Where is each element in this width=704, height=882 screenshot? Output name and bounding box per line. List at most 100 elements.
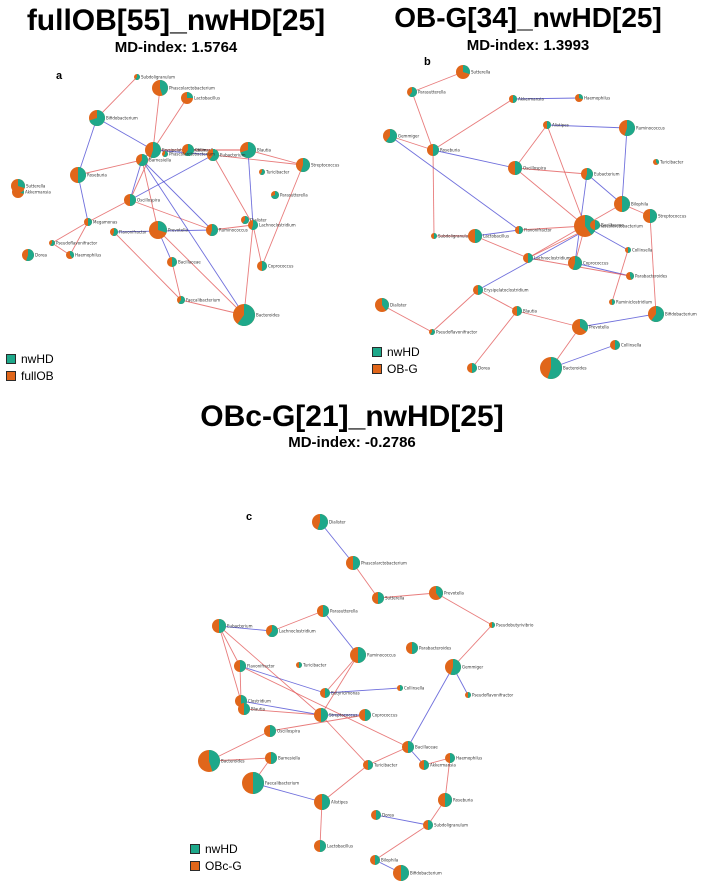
edge-a-13 <box>129 154 214 201</box>
node-b-24: Pseudoflavonifractor <box>429 329 478 335</box>
node-b-2: Akkermansia <box>509 95 544 103</box>
legend-c-swatch-nwhd <box>190 843 200 854</box>
edge-a-17 <box>129 159 143 201</box>
edge-b-2 <box>432 98 514 151</box>
node-label-c-19: Coprococcus <box>372 713 397 718</box>
node-label-c-3: Prevotella <box>444 591 464 596</box>
node-label-b-17: Collinsella <box>632 248 653 253</box>
node-b-31: Bacteroides <box>540 357 587 380</box>
edge-c-9 <box>239 665 326 694</box>
node-a-12: Sutterella <box>11 179 46 193</box>
edge-c-19 <box>208 730 271 762</box>
node-a-25: Coprococcus <box>257 261 293 271</box>
edge-b-27 <box>431 289 479 333</box>
edge-a-19 <box>69 221 89 256</box>
node-label-c-21: Bacillaceae <box>415 745 438 750</box>
node-label-a-6: Collinsella <box>195 148 216 153</box>
panel-c: OBc-G[21]_nwHD[25] MD-index: -0.2786 c D… <box>0 400 704 882</box>
node-label-c-1: Phascolarctobacterium <box>361 561 407 566</box>
node-label-b-6: Roseburia <box>440 148 460 153</box>
edge-a-23 <box>141 159 159 231</box>
node-label-c-8: Parabacteroides <box>419 646 451 651</box>
edge-b-5 <box>432 149 516 169</box>
node-label-c-4: Eubacterium <box>227 624 253 629</box>
node-b-14: Lactobacillus <box>468 229 509 243</box>
edge-b-4 <box>389 135 434 151</box>
node-label-c-16: Pseudoflavonifractor <box>472 693 514 698</box>
edge-c-14 <box>407 666 454 748</box>
edge-a-21 <box>211 224 254 231</box>
panel-b-label: b <box>424 56 431 68</box>
panel-b: OB-G[34]_nwHD[25] MD-index: 1.3993 b Sut… <box>352 0 704 390</box>
node-label-b-0: Sutterella <box>471 70 491 75</box>
node-b-4: Ruminococcus <box>619 120 665 136</box>
edge-b-15 <box>611 249 629 303</box>
edge-c-12 <box>452 624 493 668</box>
node-b-11: Bilophila <box>614 196 649 212</box>
node-label-b-29: Dorea <box>478 366 491 371</box>
edge-b-33 <box>389 135 520 231</box>
legend-c: nwHD OBc-G <box>190 840 242 874</box>
node-label-b-21: Lachnoclostridium <box>534 256 571 261</box>
node-label-c-24: Turicibacter <box>373 763 398 768</box>
edge-a-35 <box>141 159 213 231</box>
edge-c-2 <box>377 592 437 599</box>
node-a-18: Dialister <box>241 216 267 225</box>
edge-a-14 <box>261 164 304 267</box>
node-c-5: Lachnoclostridium <box>266 625 316 637</box>
edge-c-38 <box>320 654 359 716</box>
legend-c-item-nwhd: nwHD <box>190 840 242 857</box>
node-a-27: Flavonifractor <box>110 228 147 236</box>
edge-c-37 <box>239 665 409 748</box>
node-a-13: Phascolarctobacterium <box>162 151 215 158</box>
node-label-b-30: Collinsella <box>621 343 642 348</box>
node-c-0: Dialister <box>312 514 346 530</box>
node-label-a-16: Megamonas <box>93 220 117 225</box>
node-label-a-19: Ruminococcus <box>219 228 248 233</box>
node-c-12: Gemmiger <box>445 659 483 675</box>
node-label-c-23: Barnesiella <box>278 756 301 761</box>
node-c-11: Pseudobutyrivibrio <box>489 622 534 628</box>
edge-c-22 <box>367 746 409 766</box>
node-c-32: Lactobacillus <box>314 840 353 852</box>
edge-b-31 <box>514 167 586 227</box>
node-label-a-29: Bacteroides <box>256 313 280 318</box>
node-c-21: Bacillaceae <box>402 741 438 753</box>
node-label-b-12: Streptococcus <box>658 214 686 219</box>
node-b-13: Subdoligranulum <box>431 233 472 239</box>
edge-c-3 <box>218 625 273 632</box>
node-label-a-27: Flavonifractor <box>119 230 147 235</box>
node-label-b-9: Oscillospira <box>523 166 547 171</box>
node-label-a-18: Dialister <box>250 218 267 223</box>
node-label-a-25: Coprococcus <box>268 264 293 269</box>
node-label-b-15: Flavonifractor <box>524 228 552 233</box>
panel-a: fullOB[55]_nwHD[25] MD-index: 1.5764 a S… <box>0 0 352 390</box>
edge-a-25 <box>157 229 245 316</box>
node-label-c-5: Lachnoclostridium <box>279 629 316 634</box>
node-c-31: Subdoligranulum <box>423 820 468 830</box>
node-a-20: Haemophilus <box>66 251 101 259</box>
node-c-8: Parabacteroides <box>406 642 451 654</box>
edge-b-6 <box>514 124 548 169</box>
network-c: DialisterPhascolarctobacteriumSutterella… <box>198 514 534 881</box>
legend-a-item-fullob: fullOB <box>6 367 54 384</box>
edge-b-28 <box>381 304 433 333</box>
edge-b-34 <box>546 124 586 227</box>
node-label-c-12: Gemmiger <box>462 665 483 670</box>
node-label-a-17: Pseudoflavonifractor <box>56 241 98 246</box>
edge-b-21 <box>477 289 518 312</box>
node-a-3: Bifidobacterium <box>89 110 138 126</box>
node-label-b-5: Gemmiger <box>398 134 419 139</box>
node-label-b-4: Ruminococcus <box>636 126 665 131</box>
node-label-c-18: Streptococcus <box>329 713 357 718</box>
edge-a-31 <box>252 224 263 267</box>
edge-b-23 <box>579 313 657 328</box>
node-label-c-20: Oscillospira <box>277 729 301 734</box>
edge-a-15 <box>87 199 131 223</box>
node-label-c-15: Collinsella <box>404 686 425 691</box>
node-label-b-22: Bacillaceae <box>601 223 624 228</box>
node-label-a-12: Sutterella <box>26 184 46 189</box>
node-label-b-24: Pseudoflavonifractor <box>436 330 478 335</box>
node-label-c-14: Butyricimonas <box>331 691 360 696</box>
node-b-0: Sutterella <box>456 65 491 79</box>
